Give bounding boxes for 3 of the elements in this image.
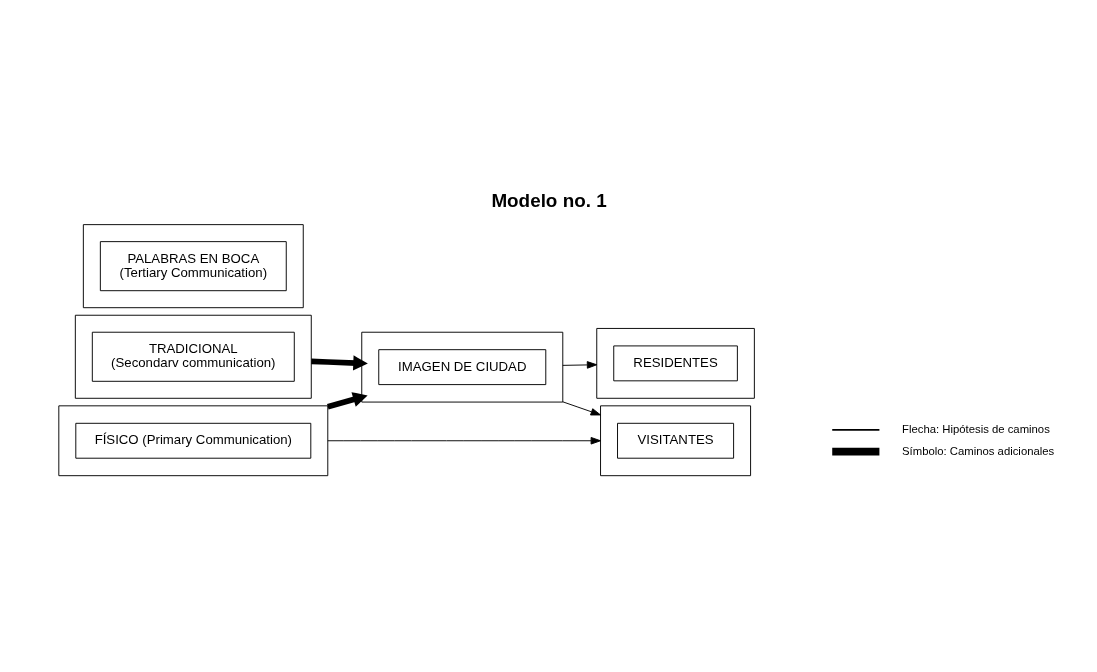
legend-label: Símbolo: Caminos adicionales — [902, 444, 1055, 457]
legend-label: Flecha: Hipótesis de caminos — [902, 422, 1050, 435]
diagram-title: Modelo no. 1 — [491, 189, 607, 211]
